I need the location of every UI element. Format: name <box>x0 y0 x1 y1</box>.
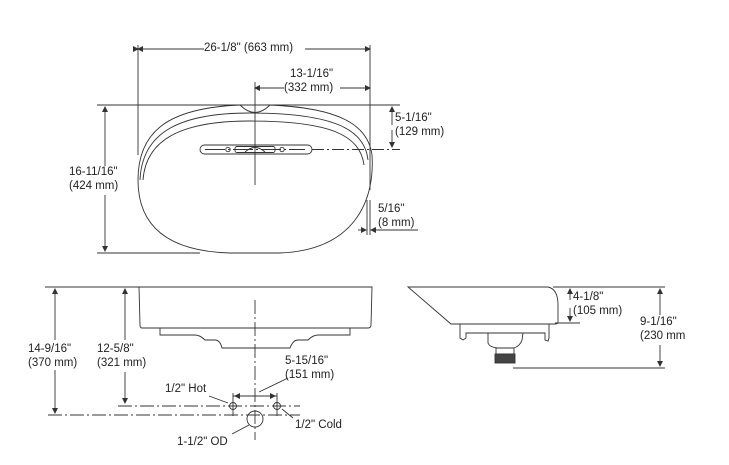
deck-offset-imperial-label: 5-1/16" <box>395 112 432 124</box>
rim-thickness-metric-label: (8 mm) <box>378 217 415 229</box>
rim-thickness-imperial-label: 5/16" <box>378 203 405 215</box>
overall-depth-metric-label: (424 mm) <box>69 180 119 193</box>
half-width-imperial-label: 13-1/16" <box>290 68 334 80</box>
cold-supply-label: 1/2" Cold <box>295 419 342 431</box>
overall-depth-imperial-label: 16-11/16" <box>69 166 118 179</box>
overall-height-imperial-label: 9-1/16" <box>640 316 677 328</box>
supply-spacing-metric-label: (151 mm) <box>285 369 335 381</box>
deck-offset-metric-label: (129 mm) <box>395 126 445 138</box>
side-view <box>406 286 665 369</box>
overall-width-label: 26-1/8" (663 mm) <box>204 42 294 55</box>
drain-od-label: 1-1/2" OD <box>177 436 228 448</box>
top-view <box>97 45 418 254</box>
basin-depth-imperial-label: 4-1/8" <box>573 291 604 303</box>
hot-supply-label: 1/2" Hot <box>165 383 207 395</box>
supply-height-imperial-label: 12-5/8" <box>97 343 134 356</box>
total-height-imperial-label: 14-9/16" <box>28 343 72 356</box>
basin-depth-metric-label: (105 mm) <box>573 305 623 317</box>
front-view <box>45 286 373 440</box>
supply-spacing-imperial-label: 5-15/16" <box>285 355 329 367</box>
supply-height-metric-label: (321 mm) <box>97 357 147 370</box>
total-height-metric-label: (370 mm) <box>28 357 78 370</box>
overall-height-metric-label: (230 mm <box>640 330 686 342</box>
half-width-metric-label: (332 mm) <box>284 82 334 95</box>
